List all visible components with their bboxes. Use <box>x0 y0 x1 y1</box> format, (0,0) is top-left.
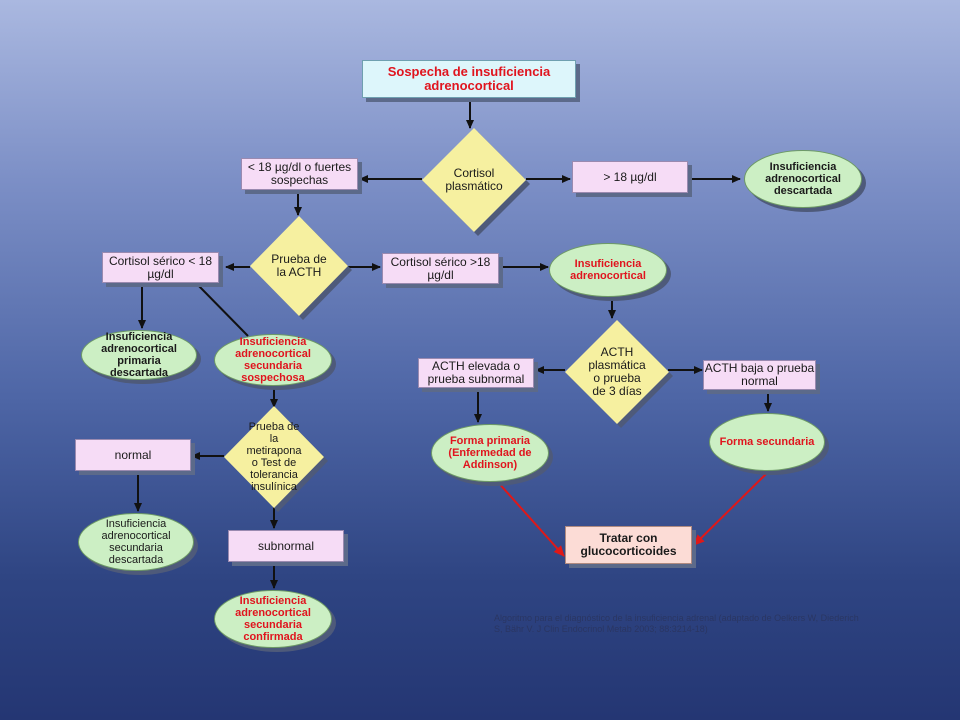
node-subnormal: subnormal <box>228 530 344 562</box>
node-cortisol-serico-menor: Cortisol sérico < 18 µg/dl <box>102 252 219 283</box>
node-subnormal-label: subnormal <box>257 538 315 553</box>
node-primaria-descartada-label: Insuficiencia adrenocortical primaria de… <box>101 331 177 379</box>
node-cortisol-serico-mayor: Cortisol sérico >18 µg/dl <box>382 253 499 284</box>
node-secundaria-descartada-label: Insuficiencia adrenocortical secundaria … <box>101 518 171 566</box>
node-forma-secundaria-label: Forma secundaria <box>719 436 815 448</box>
node-ia-confirmada-label: Insuficiencia adrenocortical <box>570 258 646 282</box>
node-cortisol-serico-menor-label: Cortisol sérico < 18 µg/dl <box>108 253 213 281</box>
node-sospecha: Sospecha de insuficiencia adrenocortical <box>362 60 576 98</box>
node-acth-baja: ACTH baja o prueba normal <box>703 360 816 390</box>
node-acth-baja-label: ACTH baja o prueba normal <box>704 361 815 388</box>
decision-prueba-acth: Prueba de la ACTH <box>250 216 352 320</box>
decision-acth-plasmatica: ACTH plasmática o prueba de 3 días <box>565 320 673 428</box>
decision-metirapona: Prueba de la metirapona o Test de tolera… <box>224 406 328 512</box>
node-acth-elevada: ACTH elevada o prueba subnormal <box>418 358 534 388</box>
node-cortisol-serico-mayor-label: Cortisol sérico >18 µg/dl <box>390 254 491 282</box>
edge-forma-secundaria-to-tratar <box>693 473 767 546</box>
node-normal: normal <box>75 439 191 471</box>
decision-cortisol-plasmatico: Cortisol plasmático <box>422 128 530 236</box>
node-secundaria-sospechosa-label: Insuficiencia adrenocortical secundaria … <box>235 336 311 384</box>
node-menor18-label: < 18 µg/dl o fuertes sospechas <box>247 160 352 187</box>
node-acth-elevada-label: ACTH elevada o prueba subnormal <box>427 359 525 386</box>
node-secundaria-sospechosa: Insuficiencia adrenocortical secundaria … <box>214 334 332 386</box>
node-ia-descartada: Insuficiencia adrenocortical descartada <box>744 150 862 208</box>
node-tratar: Tratar con glucocorticoides <box>565 526 692 564</box>
node-tratar-label: Tratar con glucocorticoides <box>580 531 677 558</box>
node-secundaria-descartada: Insuficiencia adrenocortical secundaria … <box>78 513 194 571</box>
decision-cortisol-plasmatico-label: Cortisol plasmático <box>445 166 503 193</box>
node-sospecha-label: Sospecha de insuficiencia adrenocortical <box>387 64 551 93</box>
node-ia-confirmada: Insuficiencia adrenocortical <box>549 243 667 297</box>
node-forma-secundaria: Forma secundaria <box>709 413 825 471</box>
node-normal-label: normal <box>114 447 152 462</box>
edge-forma-primaria-to-tratar <box>495 479 565 557</box>
node-secundaria-confirmada-label: Insuficiencia adrenocortical secundaria … <box>235 595 311 643</box>
node-primaria-descartada: Insuficiencia adrenocortical primaria de… <box>81 330 197 380</box>
node-menor18-fuertes-sospechas: < 18 µg/dl o fuertes sospechas <box>241 158 358 190</box>
decision-metirapona-label: Prueba de la metirapona o Test de tolera… <box>246 421 302 493</box>
decision-acth-plasmatica-label: ACTH plasmática o prueba de 3 días <box>588 345 646 398</box>
node-forma-primaria-label: Forma primaria (Enfermedad de Addinson) <box>448 435 532 471</box>
source-caption: Algoritmo para el diagnóstico de la insu… <box>494 613 859 634</box>
node-ia-descartada-label: Insuficiencia adrenocortical descartada <box>765 161 841 197</box>
edge-cortisol-menor-to-secundaria-sospechosa <box>195 282 249 337</box>
decision-prueba-acth-label: Prueba de la ACTH <box>271 252 327 279</box>
node-mayor18: > 18 µg/dl <box>572 161 688 193</box>
node-secundaria-confirmada: Insuficiencia adrenocortical secundaria … <box>214 590 332 648</box>
node-mayor18-label: > 18 µg/dl <box>603 169 657 184</box>
node-forma-primaria: Forma primaria (Enfermedad de Addinson) <box>431 424 549 482</box>
